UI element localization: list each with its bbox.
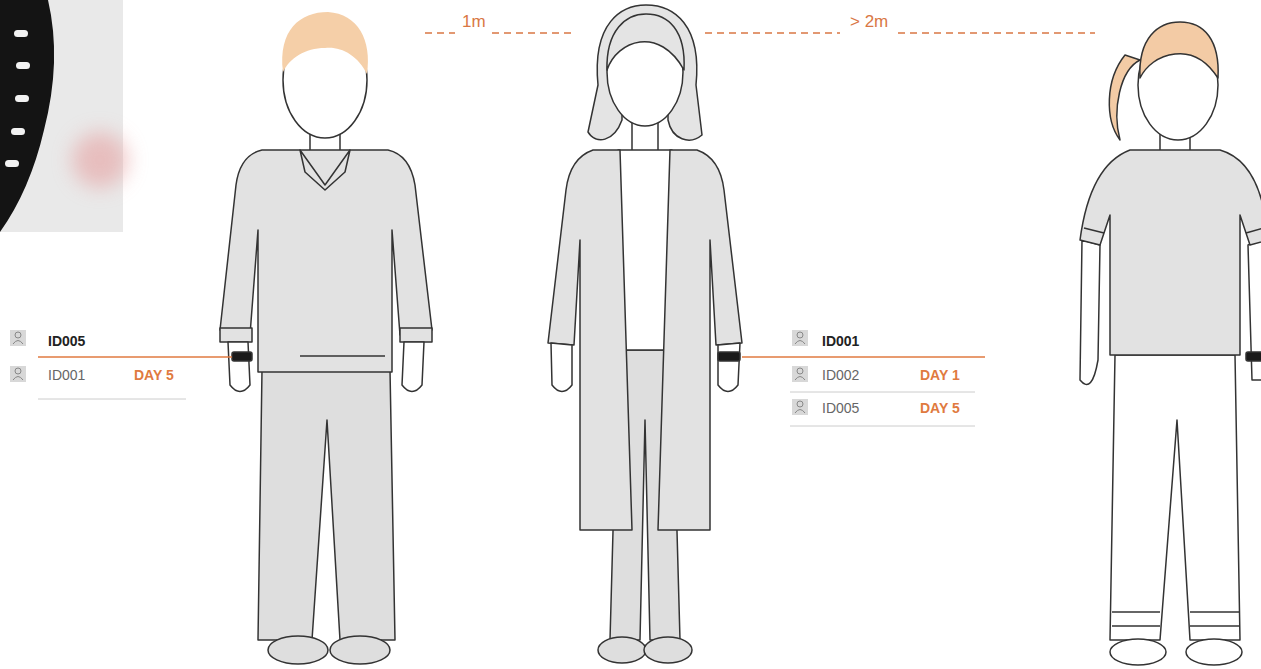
contact-id: ID001 xyxy=(48,368,85,382)
distance-line xyxy=(425,32,1095,34)
contact-id: ID005 xyxy=(822,401,859,415)
device-id: ID005 xyxy=(48,334,85,348)
distance-label: > 2m xyxy=(850,13,888,30)
contact-day: DAY 5 xyxy=(920,401,960,415)
contact-day: DAY 1 xyxy=(920,368,960,382)
contact-list xyxy=(742,330,985,426)
contact-list xyxy=(10,330,232,399)
distance-label: 1m xyxy=(462,13,486,30)
woman-figure xyxy=(548,5,742,663)
contact-day: DAY 5 xyxy=(134,368,174,382)
girl-figure xyxy=(1080,22,1261,665)
wristband-photo xyxy=(0,0,128,232)
man-figure xyxy=(220,12,432,664)
contact-id: ID002 xyxy=(822,368,859,382)
device-id: ID001 xyxy=(822,334,859,348)
